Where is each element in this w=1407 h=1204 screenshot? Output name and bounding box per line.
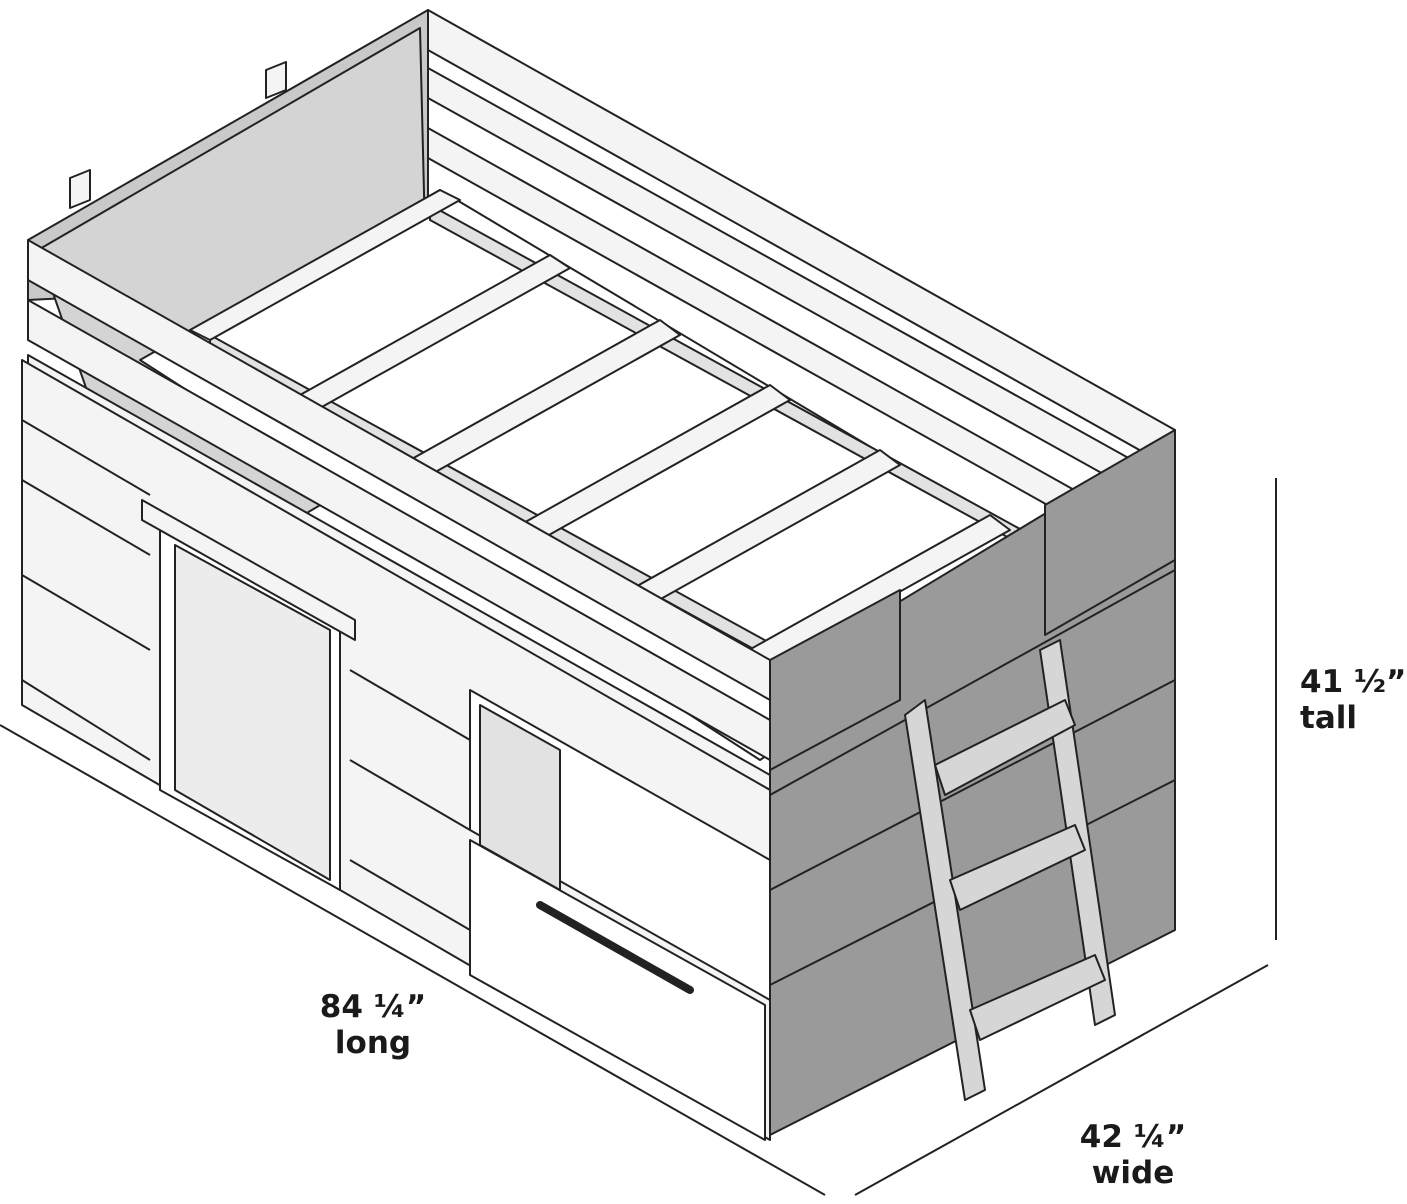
foot-rail-post-2: [1044, 429, 1176, 636]
dim-line-length: [0, 724, 826, 1196]
head-posts: [69, 169, 91, 209]
dim-line-width: [854, 964, 1269, 1196]
length-value: 84 ¼”: [319, 989, 427, 1025]
height-word: tall: [1300, 699, 1357, 736]
ladder-step-2: [949, 824, 1086, 911]
ladder-step-3: [969, 954, 1106, 1041]
play-opening-inner: [174, 544, 331, 881]
opening-header: [141, 499, 356, 641]
width-value: 42 ¼”: [1079, 1119, 1187, 1155]
ladder-rail-left: [904, 699, 986, 1101]
slat-1: [189, 189, 461, 341]
height-value: 41 ½”: [1300, 664, 1407, 700]
width-label: 42 ¼” wide: [1078, 1119, 1188, 1191]
ladder-step-1: [934, 699, 1076, 796]
head-posts-2: [265, 61, 287, 99]
foot-rail-post: [769, 589, 901, 771]
ladder: [904, 639, 1116, 1101]
drawer-handle: [536, 901, 694, 994]
height-label: 41 ½” tall: [1300, 664, 1407, 736]
length-word: long: [334, 1024, 412, 1061]
length-label: 84 ¼” long: [318, 989, 428, 1061]
trundle-drawer: [469, 839, 766, 1141]
width-word: wide: [1091, 1154, 1175, 1191]
